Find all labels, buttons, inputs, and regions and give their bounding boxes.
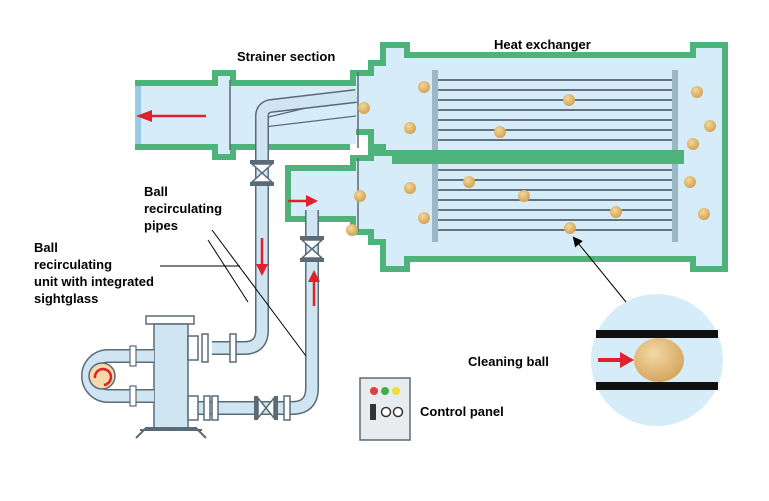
panel-knob-1 bbox=[380, 406, 392, 418]
indicator-green bbox=[381, 387, 389, 395]
ball bbox=[494, 126, 506, 138]
label-ball-recirculating-pipes: Ball recirculating pipes bbox=[144, 184, 226, 233]
inlet-pipe bbox=[285, 150, 392, 245]
ball bbox=[698, 208, 710, 220]
tube-bundle bbox=[438, 79, 672, 231]
arrow-down-return bbox=[256, 238, 268, 276]
control-panel[interactable] bbox=[359, 377, 411, 441]
ball bbox=[704, 120, 716, 132]
ball bbox=[358, 102, 370, 114]
ball bbox=[563, 94, 575, 106]
leader-lines bbox=[160, 229, 307, 357]
supply-pipe bbox=[190, 210, 319, 415]
label-cleaning-ball: Cleaning ball bbox=[468, 354, 549, 369]
pass-divider bbox=[384, 150, 684, 164]
ball bbox=[463, 176, 475, 188]
arrow-inlet bbox=[288, 195, 318, 207]
pipe-flanges bbox=[201, 333, 291, 421]
cleaning-ball-large bbox=[634, 338, 684, 382]
indicator-red bbox=[370, 387, 378, 395]
detail-pointer bbox=[572, 236, 627, 303]
label-control-panel: Control panel bbox=[420, 404, 504, 419]
ball bbox=[610, 206, 622, 218]
valve-bottom[interactable] bbox=[254, 395, 278, 421]
label-ball-recirculating-unit: Ball recirculating unit with integrated … bbox=[34, 240, 158, 306]
ball bbox=[404, 182, 416, 194]
panel-knob-2 bbox=[392, 406, 404, 418]
valve-supply[interactable] bbox=[300, 236, 324, 262]
ball bbox=[687, 138, 699, 150]
arrow-outlet bbox=[136, 110, 206, 122]
unit-stand bbox=[135, 427, 207, 439]
ball-recirculating-unit bbox=[81, 315, 207, 439]
label-strainer-section: Strainer section bbox=[237, 49, 335, 64]
label-heat-exchanger: Heat exchanger bbox=[494, 37, 591, 52]
flow-arrows bbox=[136, 110, 320, 306]
panel-switch bbox=[370, 404, 376, 420]
ball bbox=[418, 212, 430, 224]
ball bbox=[418, 81, 430, 93]
indicator-yellow bbox=[392, 387, 400, 395]
ball bbox=[564, 222, 576, 234]
cleaning-ball-detail bbox=[591, 294, 723, 426]
ball bbox=[354, 190, 366, 202]
ball bbox=[346, 224, 358, 236]
ball bbox=[518, 190, 530, 202]
ball bbox=[404, 122, 416, 134]
heat-exchanger bbox=[380, 42, 728, 272]
recirculating-pipes bbox=[190, 89, 357, 415]
ball bbox=[684, 176, 696, 188]
valve-return[interactable] bbox=[250, 160, 274, 186]
ball bbox=[691, 86, 703, 98]
arrow-up-supply bbox=[308, 270, 320, 306]
cleaning-balls bbox=[346, 81, 716, 236]
